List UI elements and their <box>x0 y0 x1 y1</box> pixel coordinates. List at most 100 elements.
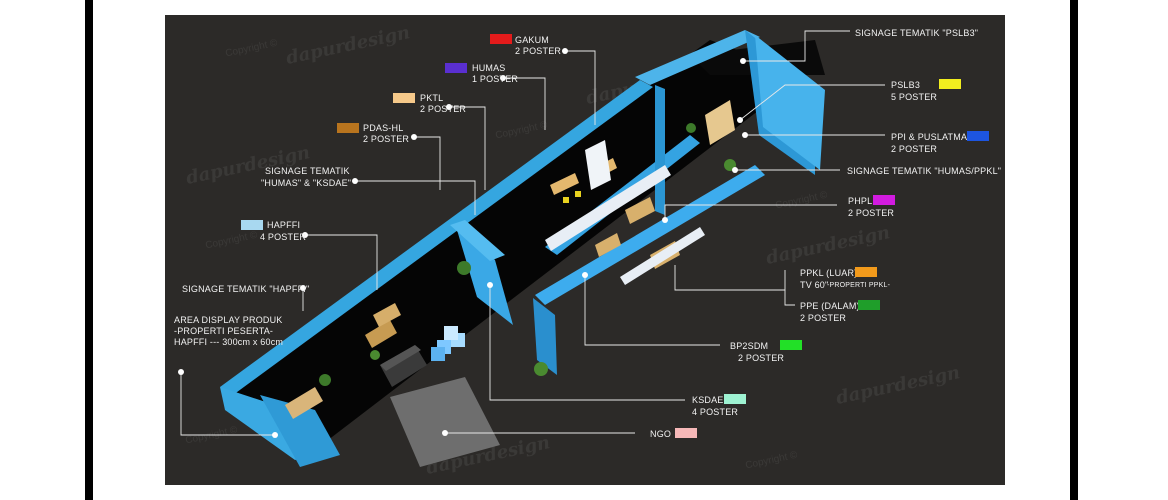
leader-dot <box>178 369 184 375</box>
leader-line-humas <box>503 77 546 130</box>
signage-hapffi-label: SIGNAGE TEMATIK "HAPFFI" <box>182 284 310 294</box>
area-display-line1: AREA DISPLAY PRODUK <box>174 315 283 325</box>
back-wall-top <box>635 30 760 85</box>
plant <box>457 261 471 275</box>
pktl-count: 2 POSTER <box>420 104 467 114</box>
poster-frame <box>285 387 323 419</box>
area-display-line3: HAPFFI --- 300cm x 60cm <box>174 337 284 347</box>
hapffi-label: HAPFFI <box>267 220 301 230</box>
pslb3-label: PSLB3 <box>891 80 921 90</box>
poster-frame <box>550 173 579 195</box>
gakum-count: 2 POSTER <box>515 46 562 56</box>
leader-dot <box>446 104 452 110</box>
ppkl-tv: TV 60" <box>800 280 829 290</box>
leader-dot <box>411 134 417 140</box>
leader-line-phpl <box>664 204 837 220</box>
leader-dot <box>737 117 743 123</box>
leader-dot <box>302 232 308 238</box>
hapffi-count: 4 POSTER <box>260 232 307 242</box>
poster-frame <box>595 233 621 257</box>
cube-display <box>444 326 458 340</box>
ppkl-color-swatch <box>855 267 877 277</box>
leader-dot <box>740 58 746 64</box>
leader-line-gakum <box>565 50 596 125</box>
leader-dot <box>500 75 506 81</box>
right-end-panel <box>755 35 825 170</box>
ppe-count: 2 POSTER <box>800 313 847 323</box>
signage-humas-ppkl-label: SIGNAGE TEMATIK "HUMAS/PPKL" <box>847 166 1002 176</box>
center-pillar <box>533 298 557 375</box>
leader-dot <box>352 178 358 184</box>
ksdae-count: 4 POSTER <box>692 407 739 417</box>
leader-dot <box>582 272 588 278</box>
leader-dot <box>300 285 306 291</box>
leader-dot <box>742 132 748 138</box>
ksdae-color-swatch <box>724 394 746 404</box>
signage-humas-ksdae-line2: "HUMAS" & "KSDAE" <box>261 178 352 188</box>
leader-line-ksdae <box>489 285 685 401</box>
display-counter <box>380 345 427 387</box>
ppe-color-swatch <box>858 300 880 310</box>
leader-dot <box>732 167 738 173</box>
divider-upright <box>655 85 665 215</box>
ppe-label: PPE (DALAM) <box>800 301 860 311</box>
poster-frame <box>705 100 735 145</box>
pslb3-color-swatch <box>939 79 961 89</box>
gakum-label: GAKUM <box>515 35 550 45</box>
leader-line-area-display <box>180 372 275 436</box>
gakum-color-swatch <box>490 34 512 44</box>
pktl-label: PKTL <box>420 93 444 103</box>
phpl-count: 2 POSTER <box>848 208 895 218</box>
leader-dot <box>487 282 493 288</box>
booth-isometric-render <box>178 30 885 467</box>
plant <box>534 362 548 376</box>
pdas-hl-label: PDAS-HL <box>363 123 404 133</box>
back-wall-left <box>220 80 653 395</box>
plant <box>319 374 331 386</box>
ngo-color-swatch <box>675 428 697 438</box>
phpl-label: PHPL <box>848 196 873 206</box>
poster-frame <box>365 320 397 348</box>
white-display-unit <box>585 140 611 190</box>
leader-line-hapffi <box>305 234 378 290</box>
leader-line-signage-pslb3 <box>743 30 850 62</box>
leader-dot <box>562 48 568 54</box>
ppkl-label: PPKL (LUAR) <box>800 268 858 278</box>
hapffi-color-swatch <box>241 220 263 230</box>
ksdae-label: KSDAE <box>692 395 724 405</box>
booth-floor <box>225 40 805 450</box>
leader-dot <box>272 432 278 438</box>
chair <box>563 197 569 203</box>
leader-line-ppe <box>784 290 795 306</box>
ppi-puslatmas-color-swatch <box>967 131 989 141</box>
pdas-hl-count: 2 POSTER <box>363 134 410 144</box>
booth-diagram: dapurdesign dapurdesign dapurdesign dapu… <box>165 15 1005 485</box>
divider-panel-top <box>450 220 505 261</box>
humas-count: 1 POSTER <box>472 74 519 84</box>
ppi-puslatmas-count: 2 POSTER <box>891 144 938 154</box>
plant <box>686 123 696 133</box>
left-frame-bar <box>85 0 93 500</box>
ppkl-property: -PROPERTI PPKL- <box>827 282 891 289</box>
plant <box>370 350 380 360</box>
ngo-label: NGO <box>650 429 672 439</box>
right-frame-bar <box>1070 0 1078 500</box>
area-display-line2: -PROPERTI PESERTA- <box>174 326 274 336</box>
leader-line-signage-humas-ksdae <box>355 180 476 215</box>
pslb3-count: 5 POSTER <box>891 92 938 102</box>
chair <box>575 191 581 197</box>
poster-frame <box>373 303 401 327</box>
pktl-color-swatch <box>393 93 415 103</box>
leader-line-pslb3 <box>739 84 885 121</box>
poster-frame <box>625 197 655 224</box>
divider-panel <box>457 230 513 325</box>
center-wall-long <box>535 165 765 305</box>
ppi-puslatmas-label: PPI & PUSLATMAS <box>891 132 974 142</box>
leader-dot <box>662 217 668 223</box>
signage-humas-ksdae-line1: SIGNAGE TEMATIK <box>265 166 350 176</box>
grey-carpet-area <box>390 377 500 467</box>
white-display-shelf <box>545 165 671 251</box>
bp2sdm-color-swatch <box>780 340 802 350</box>
bp2sdm-label: BP2SDM <box>730 341 769 351</box>
display-counter-top <box>380 345 421 371</box>
